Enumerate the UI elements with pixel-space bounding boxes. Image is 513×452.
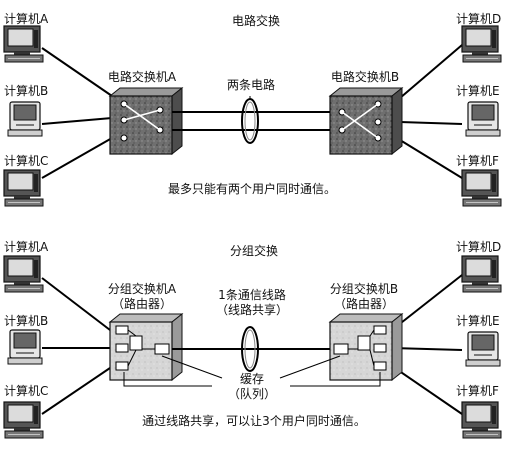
- two-circuits-label: 两条电路: [226, 78, 276, 92]
- buffer-label: 缓存: [239, 372, 265, 386]
- packet-switch-b: [328, 312, 404, 382]
- computer-c-top-label: 计算机C: [4, 154, 49, 168]
- computer-c-bottom-label: 计算机C: [4, 384, 49, 398]
- computer-a-top-icon: [3, 25, 44, 63]
- packet-switch-b-label: 分组交换机B: [329, 282, 399, 296]
- packet-caption: 通过线路共享，可以让3个用户同时通信。: [142, 414, 366, 428]
- computer-a-bottom-label: 计算机A: [4, 240, 49, 254]
- queue-label: （队列）: [227, 387, 277, 401]
- computer-f-bottom-label: 计算机F: [456, 384, 499, 398]
- computer-d-bottom-icon: [461, 255, 502, 293]
- computer-c-bottom-icon: [3, 401, 44, 439]
- packet-switch-a-sublabel: （路由器）: [111, 297, 173, 311]
- packet-switching-section: [41, 274, 463, 415]
- packet-switch-a: [108, 312, 184, 382]
- computer-d-top-icon: [461, 25, 502, 63]
- circuit-switching-section: [41, 44, 463, 179]
- computer-b-bottom-label: 计算机B: [4, 314, 49, 328]
- computer-e-top-icon: [465, 101, 501, 137]
- shared-line-sublabel: （线路共享）: [215, 303, 289, 317]
- packet-switch-a-label: 分组交换机A: [107, 282, 177, 296]
- computer-b-top-icon: [7, 101, 43, 137]
- computer-f-top-icon: [461, 169, 502, 207]
- circuit-switching-title: 电路交换: [231, 14, 281, 28]
- computer-f-bottom-icon: [461, 401, 502, 439]
- computer-b-top-label: 计算机B: [4, 84, 49, 98]
- computer-e-bottom-label: 计算机E: [456, 314, 500, 328]
- computer-a-top-label: 计算机A: [4, 12, 49, 26]
- circuit-switch-b: [328, 86, 404, 156]
- circuit-switch-a-label: 电路交换机A: [107, 70, 177, 84]
- circuit-switch-a: [108, 86, 184, 156]
- computer-e-bottom-icon: [465, 331, 501, 367]
- computer-e-top-label: 计算机E: [456, 84, 500, 98]
- circuit-caption: 最多只能有两个用户同时通信。: [167, 182, 337, 196]
- circuit-switch-b-label: 电路交换机B: [330, 70, 400, 84]
- computer-d-bottom-label: 计算机D: [456, 240, 502, 254]
- packet-switching-title: 分组交换: [229, 244, 279, 258]
- shared-line-label: 1条通信线路: [218, 288, 286, 302]
- computer-f-top-label: 计算机F: [456, 154, 499, 168]
- computer-d-top-label: 计算机D: [456, 12, 502, 26]
- computer-c-top-icon: [3, 169, 44, 207]
- computer-a-bottom-icon: [3, 255, 44, 293]
- packet-switch-b-sublabel: （路由器）: [333, 297, 395, 311]
- computer-b-bottom-icon: [7, 329, 43, 365]
